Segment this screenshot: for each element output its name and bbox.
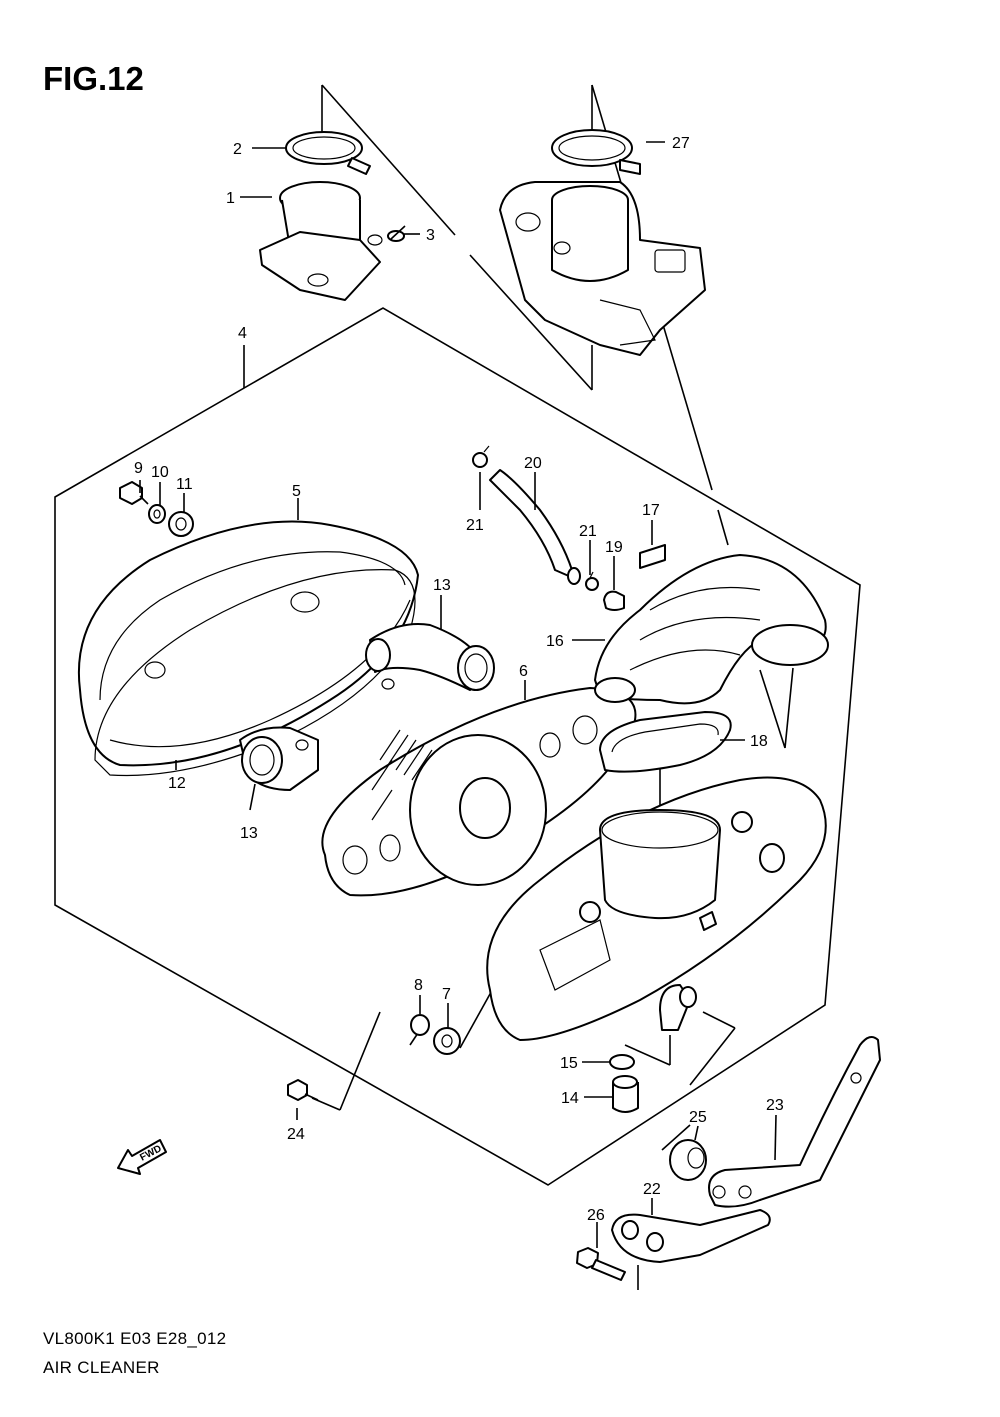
callout-18: 18: [750, 733, 768, 750]
part-5-outer-cover: [77, 520, 419, 767]
part-10-washer: [148, 504, 166, 524]
callout-14: 14: [561, 1090, 579, 1107]
callout-8: 8: [414, 977, 423, 994]
part-25-cushion: [669, 1139, 707, 1181]
part-24-bolt: [287, 1079, 319, 1101]
callout-9: 9: [134, 460, 143, 477]
callout-20: 20: [524, 455, 542, 472]
part-7-grommet: [433, 1027, 461, 1055]
part-2-clamp: [285, 131, 371, 175]
part-13-elbow-lower: [239, 726, 319, 791]
part-9-bolt: [119, 481, 149, 505]
part-27-clamp: [551, 129, 641, 175]
figure-title: FIG.12: [43, 60, 144, 97]
part-23-bracket: [708, 1035, 881, 1208]
figure-model-code: VL800K1 E03 E28_012: [43, 1329, 227, 1348]
carburetor-assembly: [499, 181, 706, 356]
drain-fitting: [659, 984, 697, 1031]
callout-7: 7: [442, 986, 451, 1003]
part-17-pad: [639, 544, 666, 569]
part-3-screw: [387, 225, 406, 242]
fwd-direction-marker: FWD: [117, 1139, 167, 1175]
air-cleaner-case: [486, 776, 827, 1041]
part-1-intake-pipe: [259, 181, 383, 301]
callout-11: 11: [176, 476, 193, 493]
callout-13-upper: 13: [433, 577, 451, 594]
callout-6: 6: [519, 663, 528, 680]
part-15-clamp: [609, 1054, 635, 1070]
callout-13-lower: 13: [240, 825, 258, 842]
callout-15: 15: [560, 1055, 578, 1072]
callout-5: 5: [292, 483, 301, 500]
callout-27: 27: [672, 135, 690, 152]
callout-21-upper: 21: [466, 517, 484, 534]
callout-24: 24: [287, 1126, 305, 1143]
callouts: 2 1 3 27 4 9 10 11 5 21 20 21 19 17 13 1…: [134, 135, 784, 1224]
callout-17: 17: [642, 502, 660, 519]
callout-10: 10: [151, 464, 169, 481]
part-20-hose: [489, 469, 581, 585]
callout-3: 3: [426, 227, 435, 244]
callout-26: 26: [587, 1207, 605, 1224]
part-13-elbow-upper: [365, 623, 495, 691]
assembly-outline: [54, 307, 861, 1186]
callout-25: 25: [689, 1109, 707, 1126]
part-8-collar: [410, 1014, 430, 1036]
part-26-bolt: [576, 1247, 626, 1281]
callout-12: 12: [168, 775, 186, 792]
callout-19: 19: [605, 539, 623, 556]
guide-lines: [243, 84, 794, 1290]
callout-1: 1: [226, 190, 235, 207]
callout-21-lower: 21: [579, 523, 597, 540]
part-19-plug: [603, 590, 625, 611]
part-21-clip-lower: [585, 571, 599, 591]
figure-name: AIR CLEANER: [43, 1358, 160, 1377]
leader-lines: [139, 141, 777, 1248]
part-21-clip-upper: [472, 445, 490, 468]
callout-23: 23: [766, 1097, 784, 1114]
part-22-stay: [611, 1209, 771, 1263]
callout-22: 22: [643, 1181, 661, 1198]
part-14-cap: [612, 1075, 639, 1113]
callout-4: 4: [238, 325, 247, 342]
part-11-bushing: [168, 511, 194, 537]
part-18-seal: [599, 711, 732, 773]
part-6-filter-element: [321, 687, 637, 897]
callout-2: 2: [233, 141, 242, 158]
callout-16: 16: [546, 633, 564, 650]
part-16-intake-duct: [594, 554, 829, 705]
